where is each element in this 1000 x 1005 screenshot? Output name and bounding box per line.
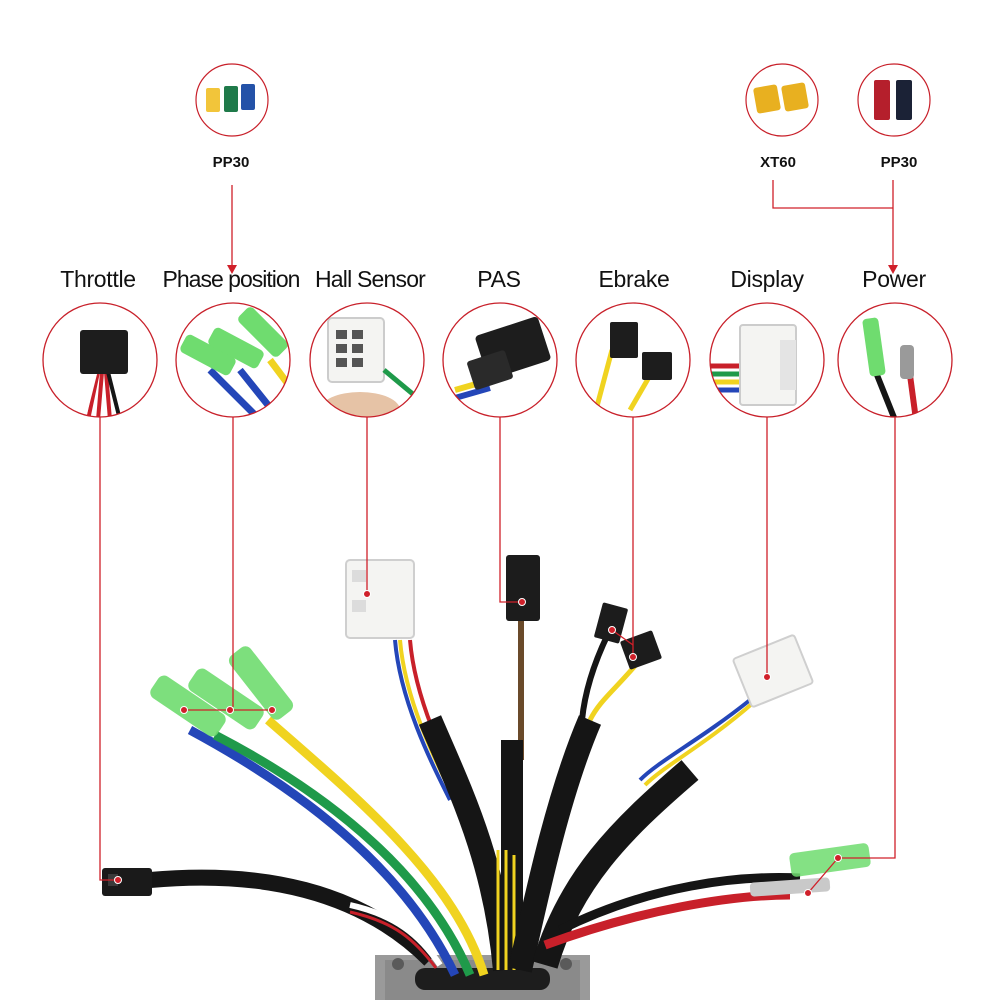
hall-sensor-cable — [418, 715, 517, 972]
hall-sensor-label: Hall Sensor — [314, 266, 426, 292]
xt60-icon — [746, 64, 818, 136]
green-phase-wire — [212, 731, 475, 977]
hall-sensor-detail — [310, 303, 424, 417]
power-black-wire — [557, 873, 801, 935]
xt60-label: XT60 — [760, 154, 796, 171]
power-green-connector — [789, 843, 871, 877]
display-label: Display — [730, 266, 804, 292]
ebrake-plug-2 — [620, 630, 662, 670]
pas-plug — [506, 555, 540, 621]
ebrake-label: Ebrake — [598, 266, 670, 292]
display-detail — [710, 303, 824, 417]
power-detail — [838, 303, 952, 417]
throttle-cable — [149, 869, 436, 966]
ebrake-detail — [576, 303, 690, 417]
display-cable — [532, 760, 699, 969]
display-plug — [732, 634, 814, 708]
top-connector-circles — [195, 63, 931, 137]
blue-phase-wire — [187, 726, 460, 977]
throttle-detail — [43, 303, 157, 417]
power-pp30-icon — [858, 64, 930, 136]
detail-circles — [42, 302, 953, 418]
ebrake-plug-1 — [594, 602, 628, 644]
yellow-phase-wire — [265, 716, 489, 977]
phase-connectors — [150, 646, 294, 737]
controller-harness — [102, 555, 871, 1000]
power-red-wire — [543, 890, 791, 950]
pas-label: PAS — [477, 266, 521, 292]
throttle-label: Throttle — [60, 266, 136, 292]
phase-pp30-icon — [196, 64, 268, 136]
power-label: Power — [862, 266, 926, 292]
phase-position-detail — [176, 303, 290, 417]
phase-position-label: Phase position — [162, 266, 301, 292]
power-pp30-label: PP30 — [880, 154, 918, 171]
ebrake-cable — [508, 715, 602, 973]
phase-pp30-label: PP30 — [212, 154, 250, 171]
leader-lines — [99, 180, 898, 897]
pas-detail — [443, 303, 557, 417]
